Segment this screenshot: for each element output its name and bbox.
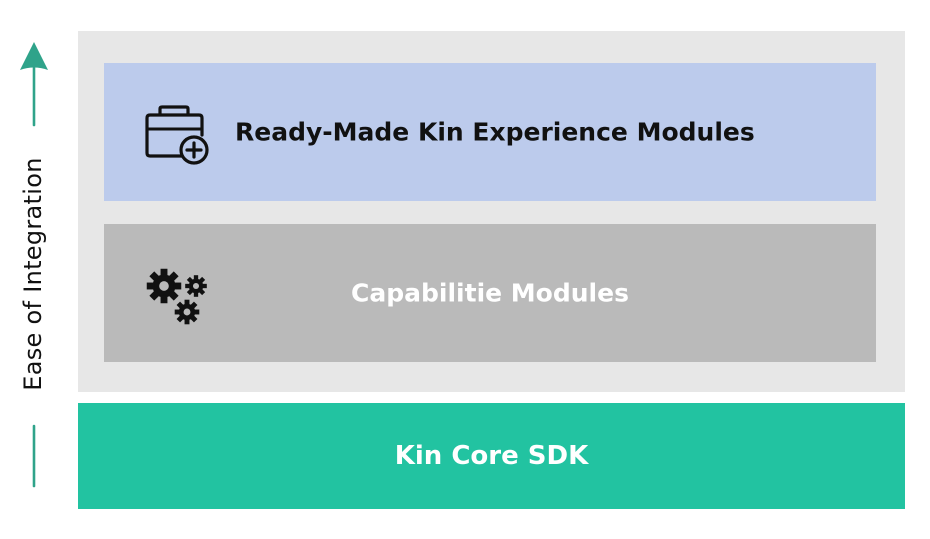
core-sdk-layer: Kin Core SDK <box>78 403 905 509</box>
capabilities-modules-label: Capabilitie Modules <box>351 278 629 308</box>
axis-up-arrow-icon <box>20 42 48 488</box>
axis-label: Ease of Integration <box>19 157 47 391</box>
capabilities-modules-layer: Capabilitie Modules <box>104 224 876 362</box>
experience-modules-layer: Ready-Made Kin Experience Modules <box>104 63 876 201</box>
experience-modules-label: Ready-Made Kin Experience Modules <box>235 117 755 147</box>
folder-add-icon <box>145 105 209 165</box>
core-sdk-label: Kin Core SDK <box>394 441 589 471</box>
